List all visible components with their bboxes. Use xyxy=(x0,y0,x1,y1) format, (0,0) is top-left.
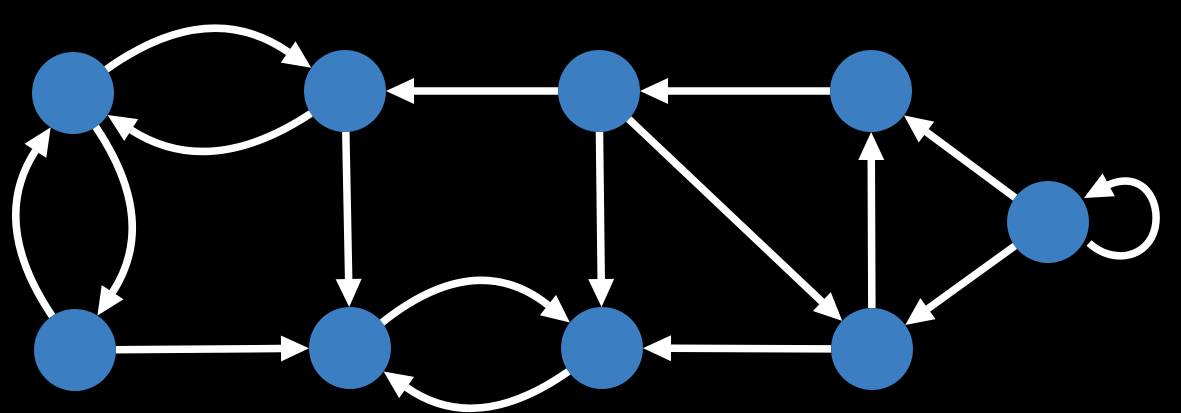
edge-bottom-left-to-top-left xyxy=(11,148,56,319)
edge-far-right-to-bottom-right xyxy=(925,242,1017,312)
graph-node-top-left xyxy=(32,52,114,134)
edge-top-mid-left-to-bottom-mid-left xyxy=(342,131,353,280)
graph-node-top-mid-right xyxy=(558,50,640,132)
graph-node-top-mid-left xyxy=(304,50,386,132)
edge-bottom-right-to-top-right xyxy=(867,159,876,309)
arrowhead-edge-bottom-left-to-top-left xyxy=(24,127,51,158)
arrowhead-edge-bottom-left-to-bottom-mid-left xyxy=(280,335,310,362)
edge-top-mid-right-to-bottom-right xyxy=(626,116,825,305)
graph-node-bottom-mid-right xyxy=(561,307,643,389)
edge-self-loop-far-right xyxy=(1086,177,1160,260)
edge-top-mid-left-to-top-left xyxy=(129,110,313,156)
arrowhead-edge-top-right-to-top-mid-right xyxy=(640,78,668,104)
graph-node-bottom-right xyxy=(831,308,913,390)
graph-node-bottom-mid-left xyxy=(309,307,391,389)
graph-node-far-right xyxy=(1007,181,1089,263)
arrowhead-edge-top-mid-right-to-bottom-right xyxy=(812,292,843,321)
arrowhead-edge-far-right-to-top-right xyxy=(903,115,935,143)
arrowhead-edge-top-left-to-top-mid-left xyxy=(280,41,312,68)
edge-bottom-right-to-bottom-mid-right xyxy=(670,344,832,353)
arrowhead-edge-top-left-to-bottom-left xyxy=(97,285,124,316)
arrowhead-edge-bottom-right-to-bottom-mid-right xyxy=(642,335,672,362)
arrowhead-edge-far-right-to-bottom-right xyxy=(905,298,936,326)
arrowhead-edge-top-mid-right-to-top-mid-left xyxy=(386,78,414,104)
arrowhead-edge-top-mid-left-to-top-left xyxy=(107,115,139,142)
arrowhead-edge-bottom-mid-right-to-bottom-mid-left xyxy=(383,371,415,399)
edge-far-right-to-top-right xyxy=(924,129,1018,201)
edge-bottom-mid-left-to-bottom-mid-right xyxy=(379,276,551,326)
arrowhead-edge-bottom-mid-left-to-bottom-mid-right xyxy=(539,294,570,323)
arrowhead-edge-bottom-right-to-top-right xyxy=(858,131,885,161)
graph-node-bottom-left xyxy=(34,309,116,391)
arrowhead-edge-top-mid-right-to-bottom-mid-right xyxy=(588,278,615,308)
edge-bottom-left-to-bottom-mid-left xyxy=(115,344,282,354)
edge-bottom-mid-right-to-bottom-mid-left xyxy=(404,368,571,413)
graph-node-top-right xyxy=(830,50,912,132)
edge-top-mid-right-to-bottom-mid-right xyxy=(595,131,605,280)
edge-top-left-to-bottom-left xyxy=(92,124,137,295)
edge-top-left-to-top-mid-left xyxy=(104,24,291,73)
arrowhead-edge-top-mid-left-to-bottom-mid-left xyxy=(335,278,362,308)
arrowhead-self-loop-far-right xyxy=(1084,173,1115,198)
